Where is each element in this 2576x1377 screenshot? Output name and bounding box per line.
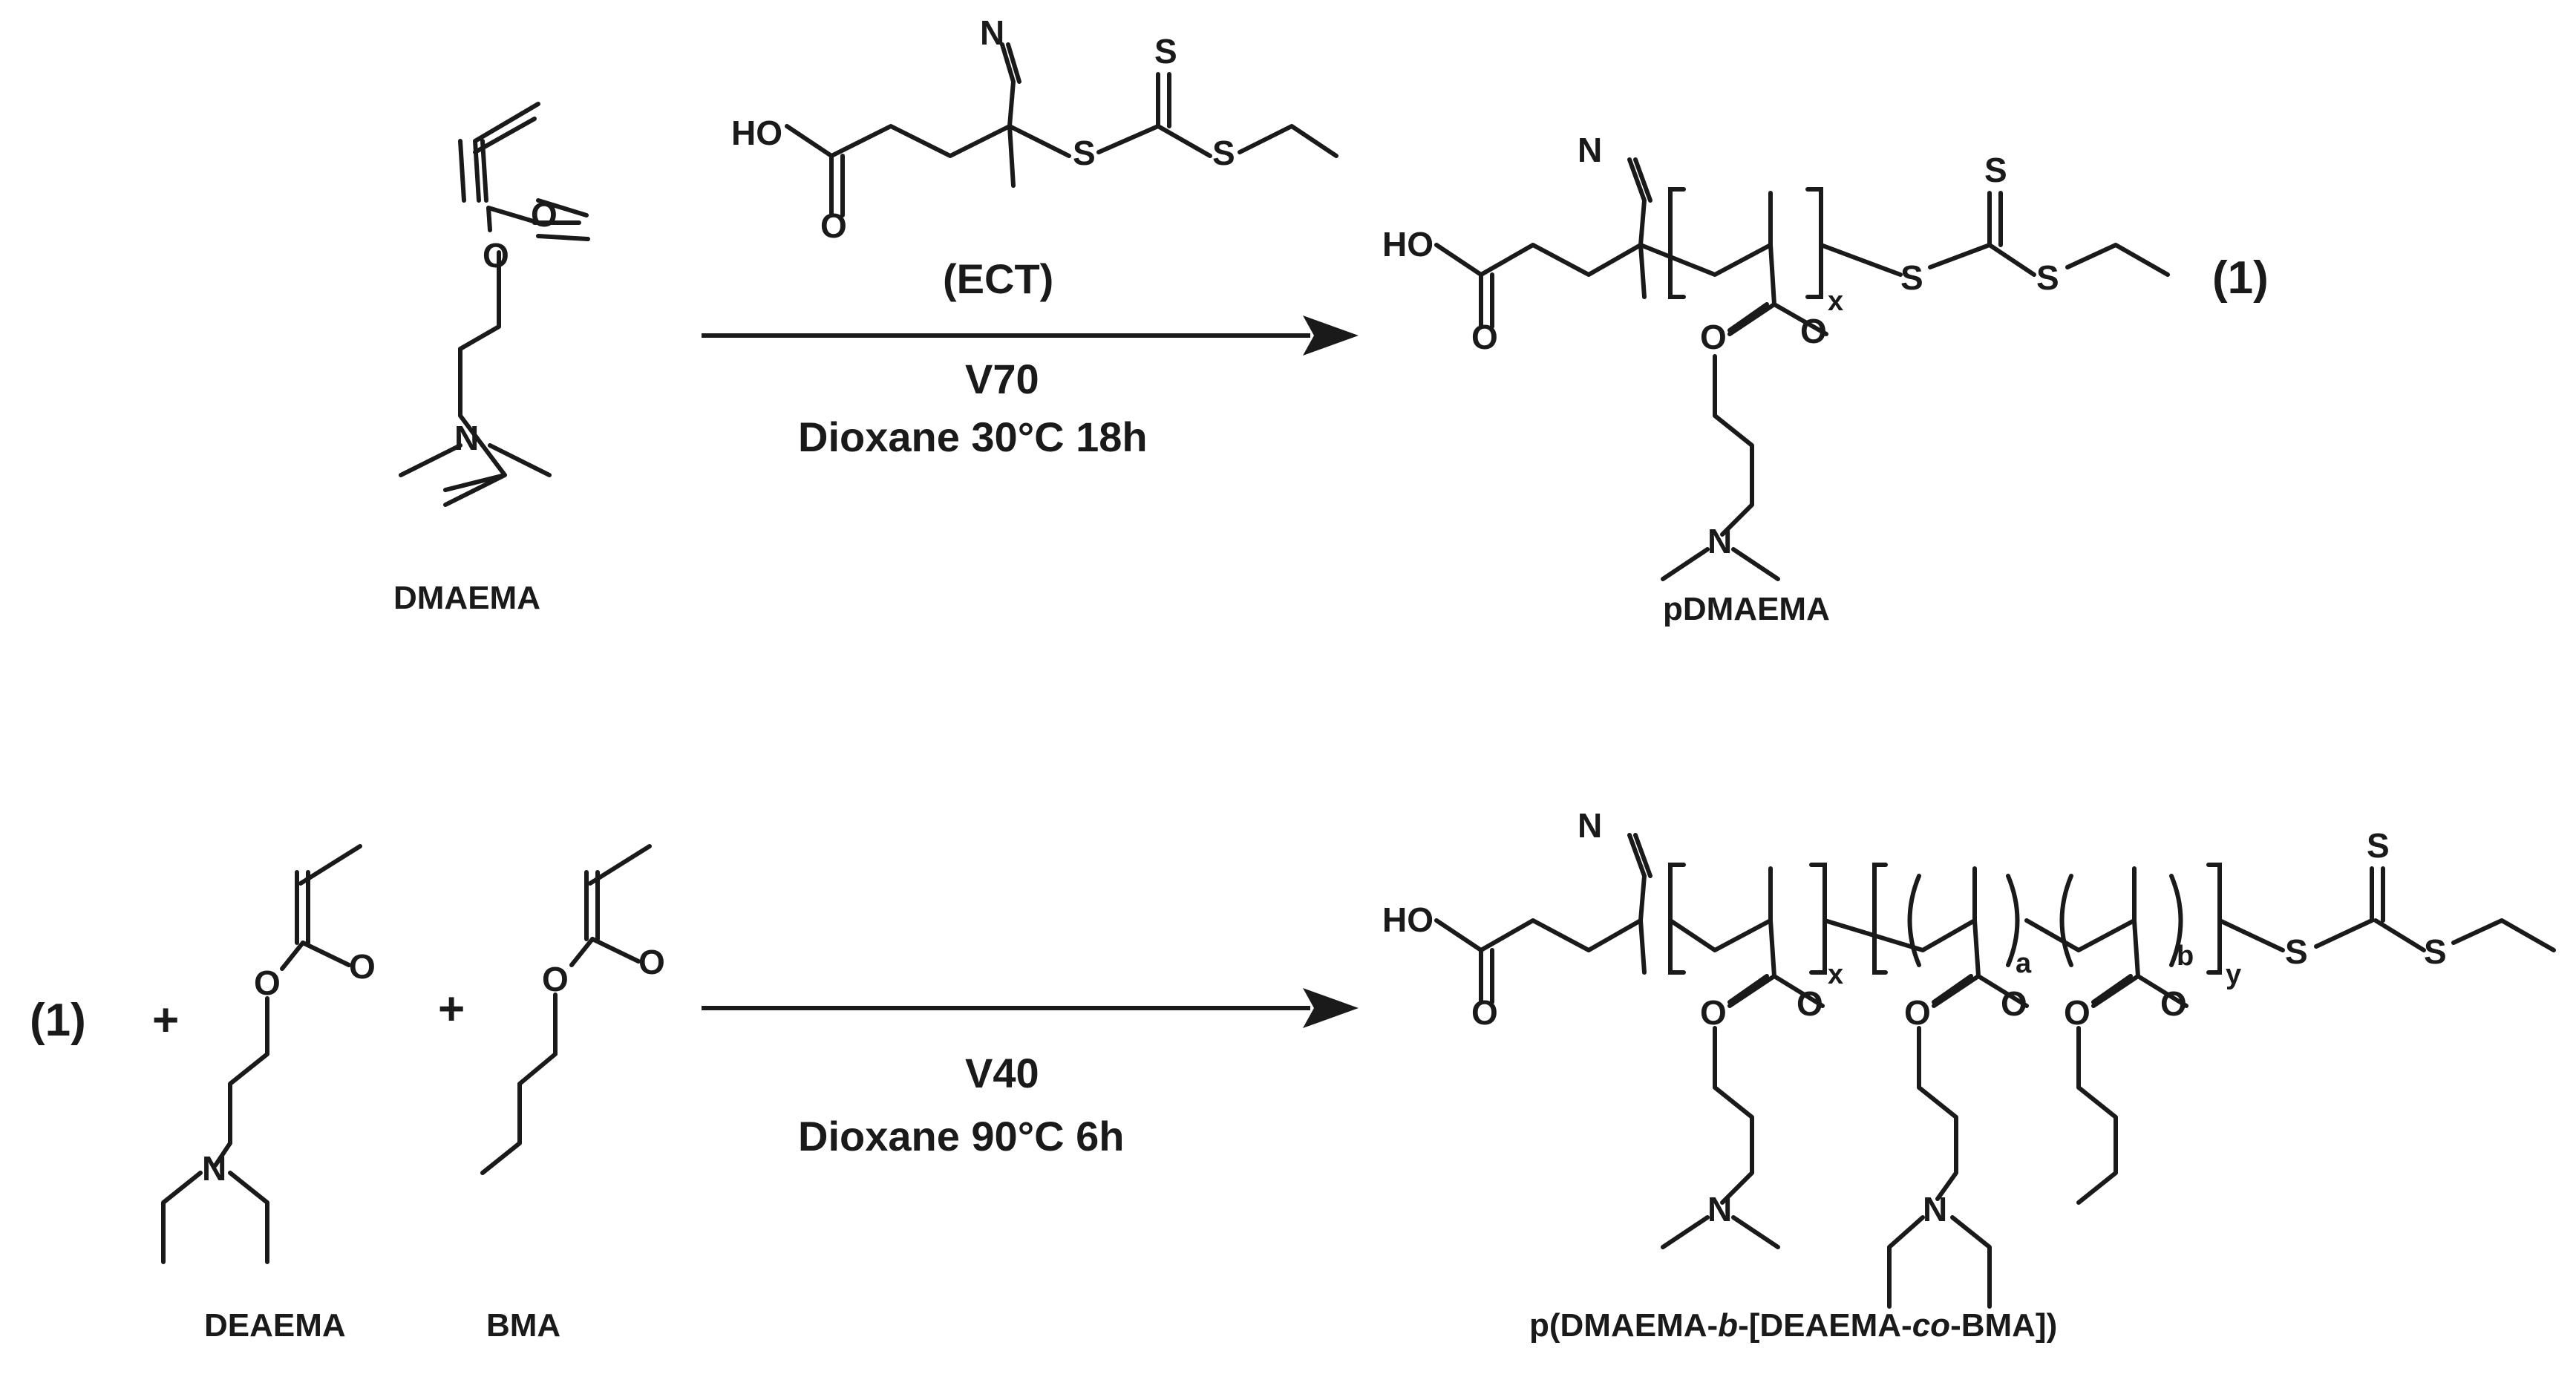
- copolymer-acid-oxygen: O: [1471, 993, 1498, 1032]
- ect-sulfur-2: S: [1212, 134, 1235, 172]
- bma-ester-oxygen: O: [542, 960, 569, 998]
- deaema-ester-oxygen: O: [254, 964, 281, 1002]
- macro-cta-label: (1): [30, 995, 86, 1046]
- reaction-1-arrow: [702, 315, 1359, 356]
- reaction-1-initiator: V70: [965, 356, 1039, 402]
- copolymer-label: p(DMAEMA-b-[DEAEMA-co-BMA]): [1529, 1307, 2057, 1344]
- copolymer-subscript-x: x: [1828, 959, 1843, 990]
- copolymer-subscript-b: b: [2177, 941, 2194, 972]
- copolymer-thione-sulfur: S: [2367, 826, 2390, 865]
- copolymer-carbonyl-oxygen-2: O: [2001, 984, 2027, 1023]
- bma-structure: O O: [480, 844, 665, 1175]
- ect-label: (ECT): [943, 255, 1053, 302]
- pdmaema-label: pDMAEMA: [1663, 591, 1830, 627]
- dmaema-carbonyl-oxygen: O: [531, 195, 558, 234]
- reaction-2-initiator: V40: [965, 1050, 1039, 1096]
- pdmaema-hydroxyl: HO: [1382, 225, 1434, 264]
- ect-structure: HO O N S S S: [731, 13, 1338, 245]
- copolymer-ester-oxygen-3: O: [2064, 993, 2090, 1032]
- dmaema-nitrogen: N: [454, 419, 479, 457]
- reaction-2-conditions: Dioxane 90°C 6h: [798, 1113, 1124, 1160]
- block-copolymer-structure: HO O N O O N x O O N a O O b y S S S: [1382, 806, 2556, 1309]
- copolymer-sulfur-1: S: [2285, 932, 2308, 971]
- bma-carbonyl-oxygen: O: [638, 943, 665, 981]
- pdmaema-nitrile-nitrogen: N: [1578, 131, 1602, 169]
- deaema-carbonyl-oxygen: O: [349, 947, 376, 986]
- pdmaema-carbonyl-oxygen: O: [1800, 312, 1827, 350]
- pdmaema-sulfur-1: S: [1900, 258, 1923, 297]
- ect-thione-sulfur: S: [1154, 32, 1177, 71]
- bma-label: BMA: [486, 1307, 560, 1344]
- reaction-1-conditions: Dioxane 30°C 18h: [798, 413, 1148, 460]
- copolymer-carbonyl-oxygen-1: O: [1797, 984, 1823, 1023]
- copolymer-nitrogen-1: N: [1707, 1190, 1732, 1229]
- reaction-2-arrow: [702, 988, 1359, 1028]
- pdmaema-nitrogen: N: [1707, 522, 1732, 560]
- plus-sign-1: +: [152, 995, 179, 1046]
- pdmaema-ester-oxygen: O: [1700, 318, 1727, 356]
- pdmaema-structure: HO O N O O N x S S S: [1382, 131, 2170, 581]
- copolymer-nitrile-nitrogen: N: [1578, 806, 1602, 845]
- copolymer-ester-oxygen-1: O: [1700, 993, 1727, 1032]
- pdmaema-acid-oxygen: O: [1471, 318, 1498, 356]
- pdmaema-product-label: (1): [2212, 252, 2269, 304]
- copolymer-ester-oxygen-2: O: [1904, 993, 1931, 1032]
- ect-hydroxyl: HO: [731, 114, 782, 152]
- dmaema-structure: O O N: [399, 102, 590, 507]
- dmaema-label: DMAEMA: [393, 580, 540, 616]
- copolymer-nitrogen-2: N: [1923, 1190, 1947, 1229]
- deaema-label: DEAEMA: [204, 1307, 346, 1344]
- ect-carbonyl-oxygen: O: [820, 206, 847, 245]
- copolymer-carbonyl-oxygen-3: O: [2160, 984, 2187, 1023]
- deaema-nitrogen: N: [202, 1149, 226, 1188]
- deaema-structure: O O N: [161, 844, 376, 1264]
- copolymer-hydroxyl: HO: [1382, 900, 1434, 939]
- ect-nitrile-nitrogen: N: [980, 13, 1004, 52]
- copolymer-sulfur-2: S: [2424, 932, 2447, 971]
- pdmaema-subscript-x: x: [1828, 286, 1843, 317]
- pdmaema-thione-sulfur: S: [1984, 151, 2007, 189]
- pdmaema-sulfur-2: S: [2036, 258, 2059, 297]
- dmaema-ester-oxygen: O: [483, 236, 509, 275]
- ect-sulfur-1: S: [1073, 134, 1096, 172]
- plus-sign-2: +: [438, 984, 465, 1035]
- copolymer-subscript-a: a: [2016, 948, 2032, 979]
- copolymer-subscript-y: y: [2226, 959, 2241, 990]
